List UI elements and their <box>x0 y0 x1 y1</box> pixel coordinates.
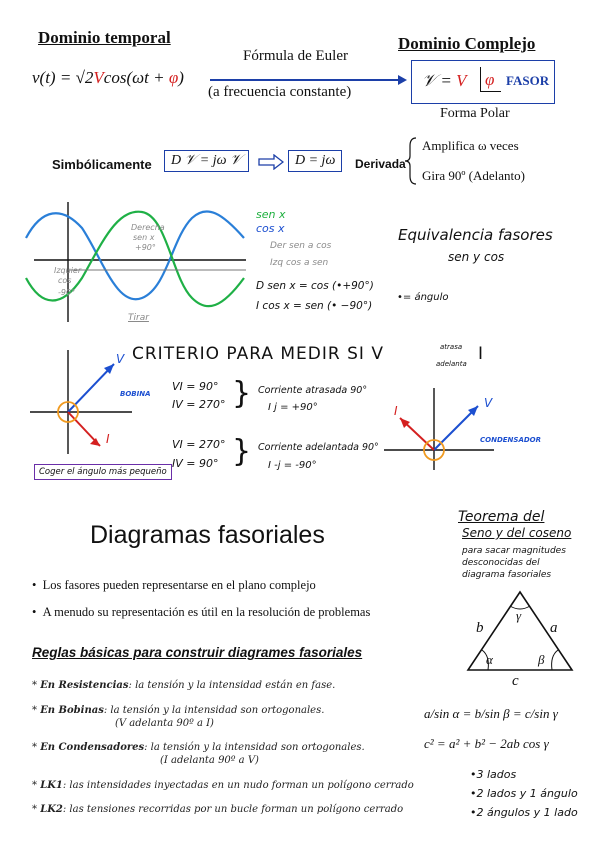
desc-1b: I j = +90° <box>268 402 318 413</box>
implies-arrow-icon <box>258 154 284 170</box>
label-derecha: Derecha <box>131 223 165 232</box>
derivative-operator-box: D = jω <box>288 150 343 172</box>
angles-2a: VI = 270° <box>172 438 226 451</box>
derivada-label: Derivada <box>355 157 406 171</box>
equation-d: D sen x = cos (•+90°) <box>256 280 374 292</box>
label-cos: cos <box>58 276 72 285</box>
teorema-desc-3: diagrama fasoriales <box>462 570 552 580</box>
label-izquierda: Izquier <box>54 266 82 275</box>
bobina-v-label: V <box>116 352 125 366</box>
desc-2a: Corriente adelantada 90° <box>258 442 379 453</box>
smallest-angle-note: Coger el ángulo más pequeño <box>34 464 172 480</box>
rule-condensadores: * En Condensadores: la tensión y la inte… <box>32 742 365 753</box>
rule-bobinas-extra: (V adelanta 90º a I) <box>115 718 214 729</box>
sine-law: a/sin α = b/sin β = c/sin γ <box>424 706 558 721</box>
bobina-i-label: I <box>106 432 110 446</box>
diagramas-title: Diagramas fasoriales <box>90 521 325 549</box>
criterio-title: CRITERIO PARA MEDIR SI V <box>132 344 384 364</box>
teorema-desc-2: desconocidas del <box>462 558 540 568</box>
rule-bobinas: * En Bobinas: la tensión y la intensidad… <box>32 705 325 716</box>
bobina-diagram <box>30 350 132 454</box>
angle-alpha: α <box>486 652 493 667</box>
label-senx: sen x <box>133 233 155 242</box>
time-domain-title: Dominio temporal <box>38 28 171 47</box>
angles-2b: IV = 90° <box>172 457 219 470</box>
rule-condensadores-extra: (I adelanta 90º a V) <box>160 755 259 766</box>
side-b: b <box>476 620 484 636</box>
case-2: •2 lados y 1 ángulo <box>470 787 578 800</box>
legend-cos: cos x <box>256 222 285 235</box>
rule-lk2: * LK2: las tensiones recorridas por un b… <box>32 804 404 815</box>
cosine-law: c² = a² + b² − 2ab cos γ <box>424 736 549 751</box>
condensador-label: CONDENSADOR <box>480 436 542 444</box>
cond-i-label: I <box>394 404 398 418</box>
equivalence-title: Equivalencia fasores <box>398 226 553 244</box>
dot-angle-note: •= ángulo <box>397 292 449 303</box>
derivada-line2: Gira 90º (Adelanto) <box>422 168 525 183</box>
teorema-desc-1: para sacar magnitudes <box>462 546 566 556</box>
rules-title: Reglas básicas para construir diagrames … <box>32 645 363 660</box>
angle-beta: β <box>538 652 545 667</box>
label-minus90: -90° <box>58 288 76 297</box>
condensador-diagram <box>384 388 494 470</box>
symbolic-label: Simbólicamente <box>52 157 152 172</box>
bullet-2: • A menudo su representación es útil en … <box>32 605 371 619</box>
legend-sen: sen x <box>256 208 286 221</box>
rule-resistencias: * En Resistencias: la tensión y la inten… <box>32 680 336 691</box>
case-1: •3 lados <box>470 768 517 781</box>
note-izquierda: Izq cos a sen <box>270 258 329 268</box>
curly-brace-icon <box>404 137 417 185</box>
criterio-sub-bottom: adelanta <box>436 360 467 368</box>
desc-2b: I -j = -90° <box>268 460 317 471</box>
constant-frequency-label: (a frecuencia constante) <box>208 84 352 100</box>
time-domain-formula: v(t) = √2Vcos(ωt + φ) <box>32 68 184 87</box>
euler-arrow <box>210 75 407 85</box>
phasor-box: 𝒱 = V φ FASOR <box>411 60 555 104</box>
case-3: •2 ángulos y 1 lado <box>470 806 578 819</box>
criterio-sub-top: atrasa <box>440 343 463 351</box>
rule-lk1: * LK1: las intensidades inyectadas en un… <box>32 780 414 791</box>
complex-domain-title: Dominio Complejo <box>398 34 536 53</box>
criterio-title-end: I <box>478 344 484 364</box>
phasor-expression: 𝒱 = V <box>422 71 467 90</box>
triangle-diagram <box>466 590 574 671</box>
angles-1b: IV = 270° <box>172 398 226 411</box>
note-derecha: Der sen a cos <box>270 241 332 251</box>
derivative-formula-box: D 𝒱 = jω 𝒱 <box>164 150 249 172</box>
teorema-title-2: Seno y del coseno <box>462 526 572 540</box>
bobina-label: BOBINA <box>120 390 151 398</box>
side-a: a <box>550 620 558 636</box>
equation-i: I cos x = sen (• −90°) <box>256 300 373 312</box>
bullet-1: • Los fasores pueden representarse en el… <box>32 578 316 592</box>
derivada-line1: Amplifica ω veces <box>422 138 519 153</box>
side-c: c <box>512 673 519 689</box>
teorema-title-1: Teorema del <box>458 509 545 525</box>
equivalence-subtitle: sen y cos <box>448 250 505 264</box>
polar-form-caption: Forma Polar <box>440 106 510 121</box>
label-tirar: Tirar <box>128 313 149 323</box>
angles-1a: VI = 90° <box>172 380 219 393</box>
brace-1: } <box>232 376 252 411</box>
angle-gamma: γ <box>516 608 522 623</box>
desc-1a: Corriente atrasada 90° <box>258 385 368 396</box>
brace-2: } <box>232 434 252 469</box>
euler-formula-label: Fórmula de Euler <box>243 48 348 64</box>
angle-symbol-icon <box>480 67 501 92</box>
phasor-angle: φ <box>485 70 495 89</box>
fasor-tag: FASOR <box>506 73 550 88</box>
sin-cos-graph <box>25 202 246 322</box>
cond-v-label: V <box>484 396 493 410</box>
label-plus90: +90° <box>135 243 156 252</box>
